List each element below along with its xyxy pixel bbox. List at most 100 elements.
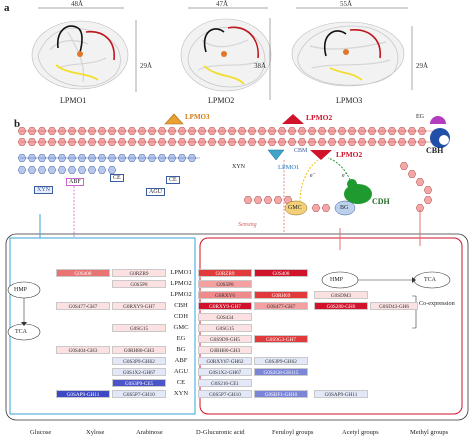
row-label-cdh: CDH [174,313,188,320]
row-label-bg: BG [176,346,186,353]
lpmo3-label: LPMO3 [185,113,210,121]
gene-box: G0S5P8 [112,279,166,288]
sugar-hex [37,166,47,174]
lpmo2-label: LPMO2 [306,113,333,122]
electron-arrow-1 [299,159,319,203]
agu-label: AGU [146,188,165,196]
gene-box: G0S3P9-CE5 [112,378,166,387]
gene-box: G0S9D9-GH5 [198,334,252,343]
gene-box: G0RXY9-GH7 [112,301,166,310]
gene-box: G0S5P7-GH10 [112,389,166,398]
gene-box: G0S404-GH3 [56,345,110,354]
gene-box: G0S5P7-GH10 [198,389,252,398]
sugar-hex [415,178,425,186]
panel-a-label: a [4,2,10,14]
lpmo1-triangle [267,149,285,161]
sugar-hex [107,166,117,174]
legend-glucose: Glucose [30,429,52,436]
gene-box: G0SBF1-GH10 [254,389,308,398]
sugar-hex [415,204,425,212]
gene-box: G0SDM3 [314,290,368,299]
gene-box: G0SD43-GH6 [370,301,418,310]
row-label-ce: CE [176,379,186,386]
gene-box: G0S216-CE1 [198,378,252,387]
sugar-hex [27,166,37,174]
legend-feruloyl: Feruloyl groups [272,429,314,436]
lpmo2-height: 38Å [254,62,267,70]
sugar-hex [407,170,417,178]
sugar-hex [311,204,321,212]
gene-box: G0SAP9-GH11 [314,389,368,398]
row-label-cbh: CBH [174,302,188,309]
cell-boundary [5,233,469,421]
row-label-lpmo2: LPMO2 [170,291,192,298]
lpmo1-height: 29Å [140,62,153,70]
legend-glucuronic-acid: D-Glucuronic acid [196,429,245,436]
gene-box: G0S408 [254,268,308,277]
lpmo2-structure [180,18,272,92]
sugar-hex [263,196,273,204]
gene-box: G0S5P8 [198,279,252,288]
legend-methyl: Methyl groups [410,429,449,436]
sugar-hex [321,204,331,212]
gene-box: G0RH80-GH3 [198,345,252,354]
gene-box: G0S1X2-GH67 [198,367,252,376]
gene-box: G0S477-GH7 [56,301,110,310]
bg-label: BG [340,205,349,211]
gene-box: G0S434 [198,312,252,321]
bg-enzyme [334,200,356,216]
sensing-label: Sensing [238,222,257,228]
cdh-label: CDH [372,197,390,206]
lpmo1-width: 48Å [71,0,84,8]
lpmo3-structure [291,21,405,87]
electron-arrow-2 [327,157,351,181]
sugar-hex [67,166,77,174]
sugar-hex [47,166,57,174]
ce-label-1: CE [110,174,124,182]
xyn-box-label: XYN [34,186,53,194]
tca-right-label: TCA [424,277,436,283]
row-label-eg: EG [176,335,186,342]
sugar-hex [399,162,409,170]
sugar-hex [77,166,87,174]
sugar-hex [273,196,283,204]
eg-label: EG [416,114,424,120]
sugar-hex [243,196,253,204]
gene-box: G0S280-GH6 [314,301,368,310]
cdh-enzyme [344,184,372,204]
legend-acetyl: Acetyl groups [342,429,379,436]
electron-label-2: e⁻ [342,173,348,179]
lpmo3-triangle [164,113,184,125]
gene-box: G0RXY9-GH7 [198,301,252,310]
eg-enzyme [430,116,446,124]
sugar-hex [253,196,263,204]
sugar-hex [423,186,433,194]
row-label-xyn: XYN [173,390,189,397]
row-label-abf: ABF [174,357,188,364]
left-inner-box [9,237,196,415]
sugar-hex [87,166,97,174]
sugar-hex [17,166,27,174]
cbm-label: CBM [294,148,308,154]
gene-box: G0S1X2-GH67 [112,367,166,376]
gene-box: G0RXY67-GH62 [198,356,252,365]
gene-box: G0RZR9 [112,268,166,277]
ce-label-2: CE [166,176,180,184]
legend-xylose: Xylose [86,429,105,436]
hmp-right-label: HMP [330,277,344,283]
gene-box: G0S3P9-GH62 [112,356,166,365]
gmc-enzyme [284,200,308,216]
gene-box: G0SAP9-GH11 [56,389,110,398]
gene-box: G0RZR9 [198,268,252,277]
lpmo1-structure [31,20,129,90]
lpmo2-lower-label: LPMO2 [336,150,363,159]
lpmo3-width: 55Å [340,0,353,8]
tca-left-label: TCA [15,329,27,335]
hmp-left-label: HMP [14,287,28,293]
panel-b-label: b [14,118,21,130]
lpmo1-name: LPMO1 [60,96,87,105]
row-label-agu: AGU [173,368,189,375]
lpmo3-height: 29Å [416,62,429,70]
xyn-top-label: XYN [232,164,245,170]
gene-box: G0S3P9-GH62 [254,356,308,365]
